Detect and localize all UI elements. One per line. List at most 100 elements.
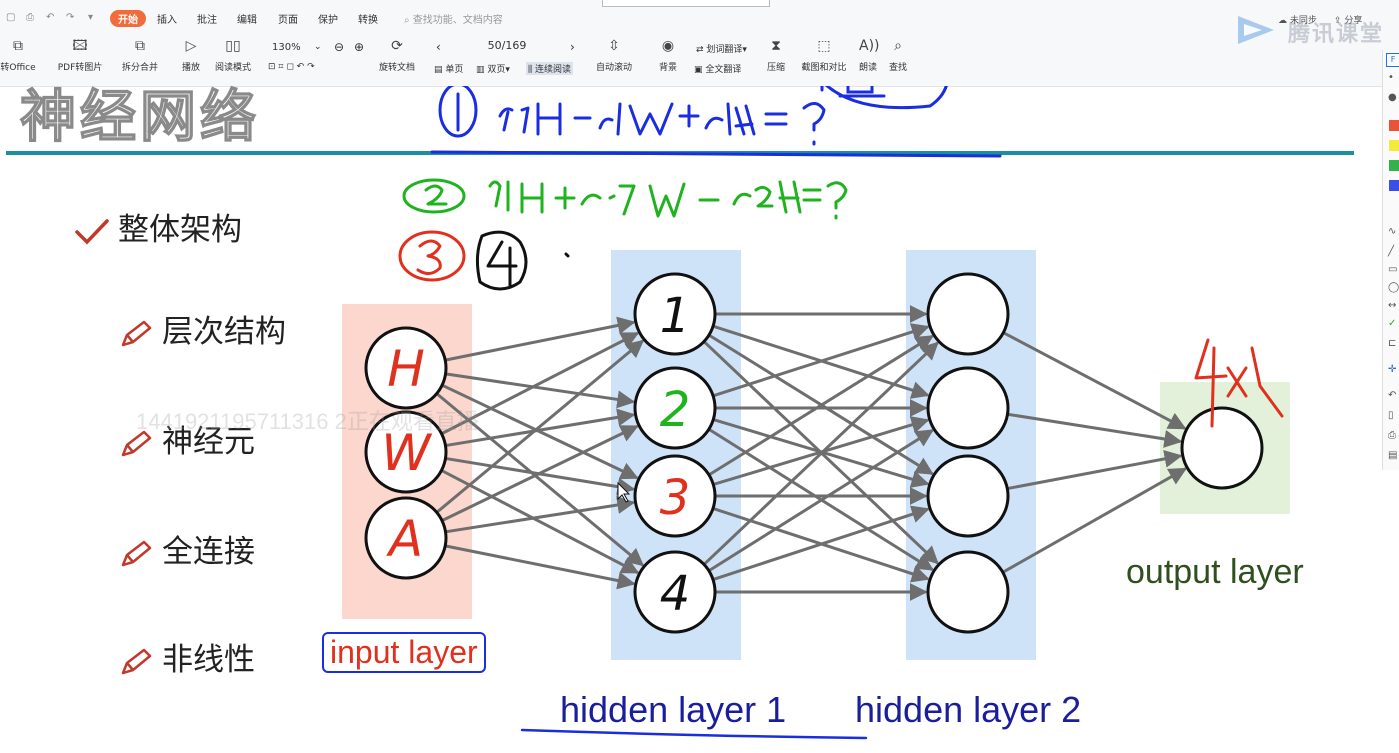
undo-icon[interactable]: ↶ [46, 12, 55, 23]
slide-title: 神经网络 [19, 84, 260, 151]
clear-tool-icon[interactable]: ▯ [1388, 410, 1394, 421]
zoom-level[interactable]: 130% [272, 42, 301, 53]
read-mode-button[interactable]: ▯▯ 阅读模式 [214, 38, 251, 73]
input-node-2 [364, 410, 448, 494]
top-slot [602, 0, 770, 7]
cloud-sync-status[interactable]: ☁ 未同步 [1278, 16, 1317, 26]
split-icon: ⧉ [135, 38, 145, 54]
actual-size-icon[interactable]: ⊡ ⌗ ◻ ↶ ↷ [268, 62, 315, 72]
edge-hidden-2-1-to-output-1 [1002, 331, 1187, 430]
tab-home[interactable]: 开始 [110, 10, 146, 27]
save-tool-icon[interactable]: ▤ [1388, 450, 1398, 461]
bullet-overall-architecture: 整体架构 [74, 204, 242, 249]
read-aloud-button[interactable]: A)) 朗读 [858, 38, 880, 73]
input-node-1 [364, 326, 448, 410]
print-tool-icon[interactable]: ⎙ [1388, 430, 1396, 441]
new-doc-icon[interactable]: ▢ [6, 12, 16, 23]
pen-tool-icon[interactable]: ∿ [1388, 226, 1397, 237]
double-page-button[interactable]: ▥ 双页▾ [476, 65, 510, 75]
edge-input-3-to-hidden-1-4 [444, 544, 636, 590]
screenshot-icon: ⬚ [817, 38, 831, 54]
hidden-1-node-2 [633, 366, 717, 450]
zoom-out-icon[interactable]: ⊖ [334, 40, 345, 54]
zoom-dropdown-icon[interactable]: ⌄ [314, 42, 322, 52]
pencil-icon [118, 539, 154, 569]
book-icon: ▯▯ [225, 38, 241, 54]
annotation-tool-panel: F • ● ∿ ╱ ▭ ◯ ↔ ✓ ⊏ ✛ ↶ ▯ ⎙ ▤ [1382, 50, 1399, 470]
hidden-2-node-1 [926, 272, 1010, 356]
tab-review[interactable]: 批注 [197, 15, 217, 26]
output-node-1 [1180, 406, 1264, 490]
hidden-1-node-label: 4 [660, 566, 691, 622]
edge-input-1-to-hidden-1-4 [435, 392, 645, 567]
tencent-classroom-logo [1238, 16, 1274, 44]
continuous-read-button[interactable]: ⫼ 连续阅读 [526, 62, 574, 75]
to-office-button[interactable]: ⧉ 转Office [0, 38, 36, 73]
compress-icon: ⧗ [771, 38, 781, 54]
edge-input-3-to-hidden-1-1 [435, 339, 645, 514]
translate-word-button[interactable]: ⇄ 划词翻译▾ [696, 45, 747, 55]
dot-small-icon[interactable]: • [1388, 72, 1394, 83]
find-button[interactable]: ⌕ 查找 [888, 38, 907, 73]
box-tool-icon[interactable]: ⊏ [1388, 338, 1397, 349]
input-node-label: H [387, 340, 425, 398]
hidden-1-node-label: 3 [660, 470, 691, 526]
input-node-label: W [381, 424, 432, 482]
scroll-icon: ⇳ [608, 38, 620, 54]
redo-icon[interactable]: ↷ [66, 12, 75, 23]
background-button[interactable]: ◉ 背景 [658, 38, 677, 73]
check-tool-icon[interactable]: ✓ [1388, 318, 1397, 329]
toolbar: ▢ ⎙ ↶ ↷ ▾ 开始 插入 批注 编辑 页面 保护 转换 ⌕ 查找功能、文档… [0, 0, 1399, 87]
single-page-button[interactable]: ▤ 单页 [434, 65, 464, 75]
tab-protect[interactable]: 保护 [318, 15, 338, 26]
pencil-icon [118, 647, 154, 677]
print-icon[interactable]: ⎙ [26, 12, 34, 23]
play-button[interactable]: ▷ 播放 [181, 38, 200, 73]
hidden-1-node-3 [633, 454, 717, 538]
dot-large-icon[interactable]: ● [1388, 92, 1397, 103]
add-tool-icon[interactable]: ✛ [1388, 364, 1397, 375]
hidden-layer-2-label: hidden layer 2 [855, 689, 1082, 730]
edge-input-1-to-hidden-1-2 [445, 372, 636, 409]
split-merge-button[interactable]: ⧉ 拆分合并 [121, 38, 158, 73]
rect-tool-icon[interactable]: ▭ [1388, 264, 1398, 275]
page-indicator[interactable]: 50/169 [487, 39, 527, 52]
prev-page-icon[interactable]: ‹ [436, 40, 441, 54]
next-page-icon[interactable]: › [570, 40, 575, 54]
edge-hidden-1-3-to-hidden-2-1 [708, 334, 934, 477]
search-input[interactable]: ⌕ 查找功能、文档内容 [404, 11, 503, 26]
tab-convert[interactable]: 转换 [358, 15, 378, 26]
share-button[interactable]: ⇪ 分享 [1334, 16, 1363, 26]
screenshot-button[interactable]: ⬚ 截图和对比 [801, 38, 847, 73]
hidden-2-node-3 [926, 454, 1010, 538]
brand-name: 腾讯课堂 [1288, 22, 1385, 47]
input-node-3 [364, 496, 448, 580]
edge-input-2-to-hidden-1-4 [440, 469, 640, 574]
edge-input-3-to-hidden-1-3 [445, 496, 636, 534]
bullet-nonlinearity: 非线性 [118, 634, 255, 679]
arrow-tool-icon[interactable]: ↔ [1388, 300, 1397, 311]
pencil-icon [118, 429, 154, 459]
tab-page[interactable]: 页面 [278, 15, 298, 26]
undo-tool-icon[interactable]: ↶ [1388, 390, 1397, 401]
translate-full-button[interactable]: ▣ 全文翻译 [694, 65, 742, 75]
swatch-green[interactable] [1389, 160, 1399, 171]
rotate-button[interactable]: ⟳ 旋转文档 [378, 38, 415, 73]
ellipse-tool-icon[interactable]: ◯ [1388, 282, 1399, 293]
tab-edit[interactable]: 编辑 [237, 15, 257, 26]
swatch-red[interactable] [1389, 120, 1399, 131]
zoom-in-icon[interactable]: ⊕ [354, 40, 365, 54]
swatch-blue[interactable] [1389, 180, 1399, 191]
line-tool-icon[interactable]: ╱ [1388, 246, 1395, 257]
pdf-to-image-button[interactable]: 🖾 PDF转图片 [57, 38, 103, 73]
auto-scroll-button[interactable]: ⇳ 自动滚动 [595, 38, 632, 73]
office-icon: ⧉ [13, 38, 23, 54]
swatch-yellow[interactable] [1389, 140, 1399, 151]
hidden-1-node-4 [633, 550, 717, 634]
tab-insert[interactable]: 插入 [157, 15, 177, 26]
edge-hidden-1-4-to-hidden-2-2 [708, 429, 934, 572]
dropdown-icon[interactable]: ▾ [88, 12, 94, 23]
edge-input-3-to-hidden-1-2 [441, 424, 639, 522]
compress-button[interactable]: ⧗ 压缩 [766, 38, 785, 73]
panel-tab-f[interactable]: F [1386, 53, 1399, 67]
